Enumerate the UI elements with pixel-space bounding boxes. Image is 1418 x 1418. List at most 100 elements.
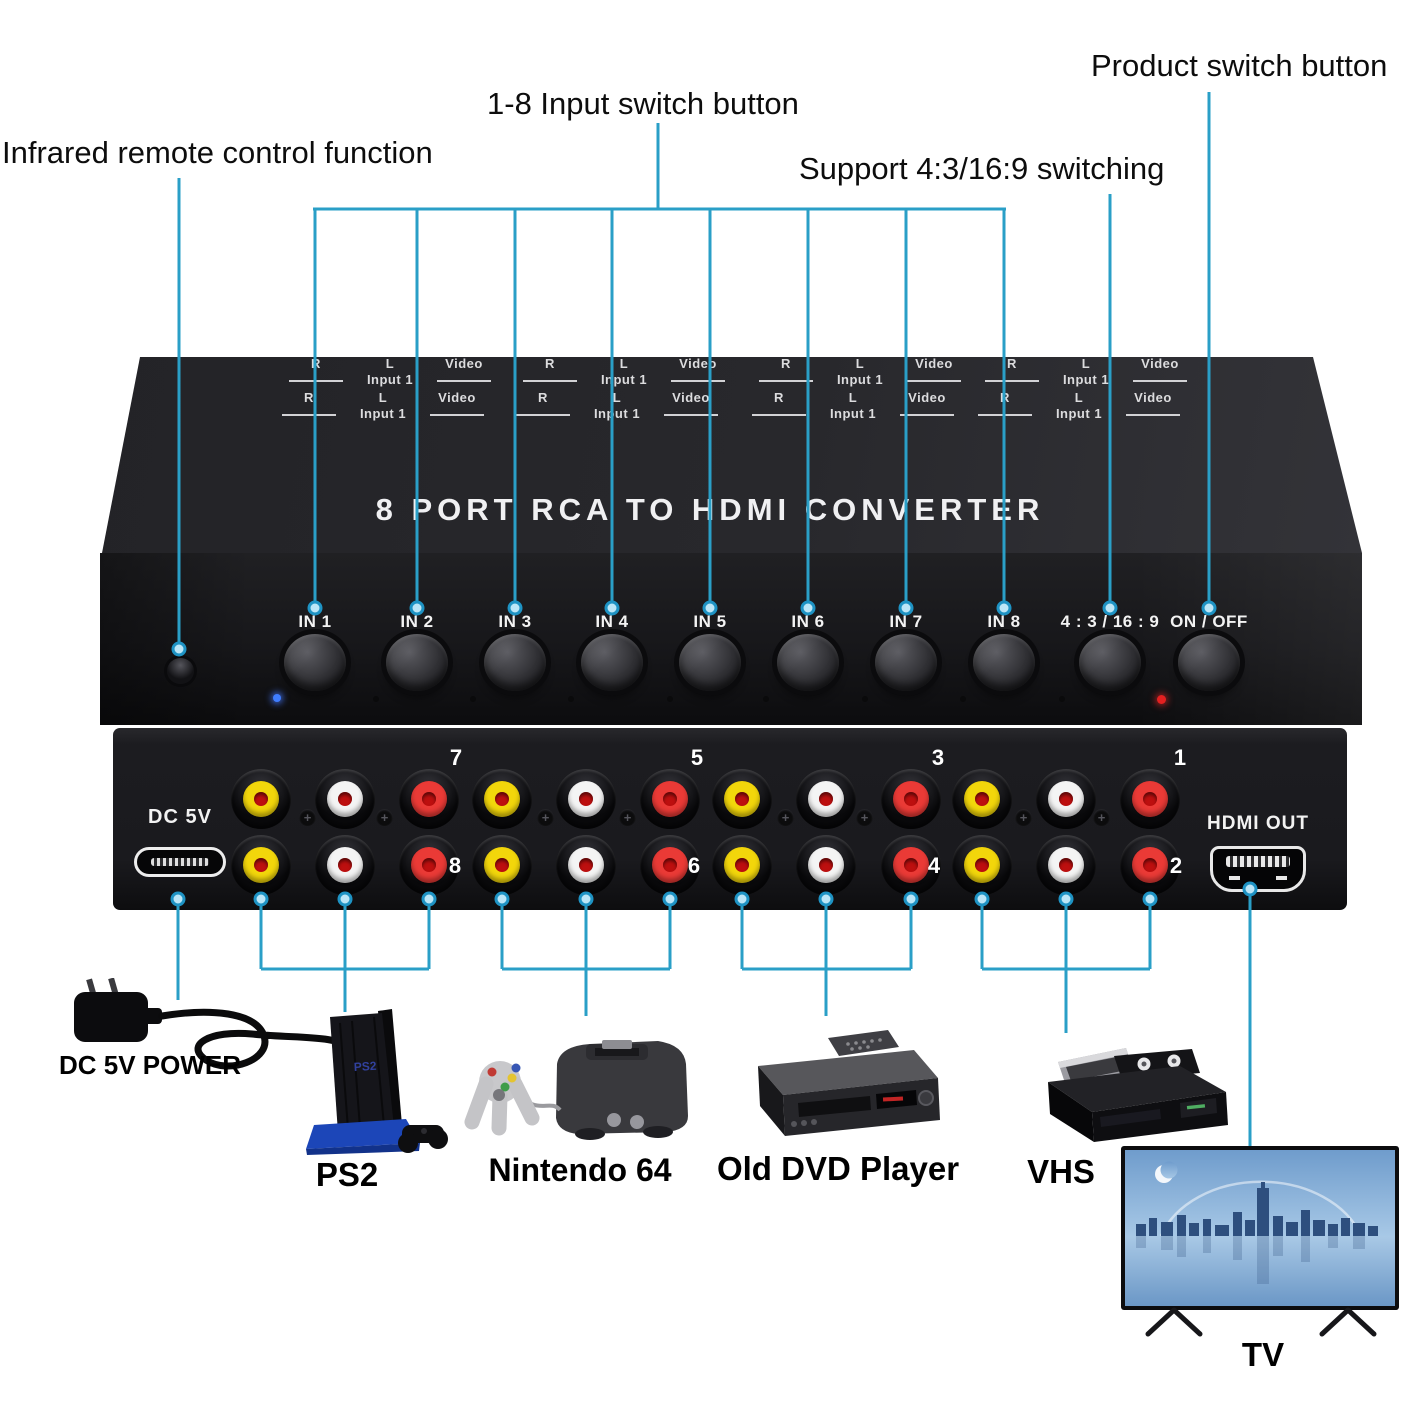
channel-underline bbox=[1133, 380, 1187, 382]
dvd-label: Old DVD Player bbox=[716, 1150, 960, 1187]
rca-jack-yellow bbox=[231, 769, 291, 829]
rca-group-number: 6 bbox=[687, 853, 701, 878]
channel-underline bbox=[430, 414, 484, 416]
nintendo64-image bbox=[464, 1040, 688, 1140]
front-button-label: IN 5 bbox=[693, 612, 727, 631]
annotation-infrared: Infrared remote control function bbox=[2, 135, 433, 170]
rca-group-number: 7 bbox=[449, 745, 463, 770]
vhs-label: VHS bbox=[1027, 1153, 1095, 1190]
channel-label: R bbox=[304, 390, 314, 405]
rca-hole bbox=[1059, 792, 1073, 806]
channel-label: Video bbox=[908, 390, 946, 405]
led-indicator bbox=[373, 696, 379, 702]
rca-jack-yellow bbox=[712, 835, 772, 895]
tv-label: TV bbox=[1241, 1336, 1285, 1373]
front-button-label: IN 6 bbox=[791, 612, 825, 631]
channel-underline bbox=[978, 414, 1032, 416]
input-number-label: Input 1 bbox=[359, 406, 407, 421]
screw-icon bbox=[1093, 809, 1110, 826]
rca-hole bbox=[254, 858, 268, 872]
rca-hole bbox=[975, 858, 989, 872]
channel-underline bbox=[907, 380, 961, 382]
channel-underline bbox=[289, 380, 343, 382]
front-button bbox=[973, 634, 1035, 691]
rca-jack-yellow bbox=[952, 769, 1012, 829]
rca-group-number: 4 bbox=[927, 853, 941, 878]
led-indicator bbox=[667, 696, 673, 702]
channel-label: L bbox=[385, 356, 395, 371]
channel-underline bbox=[516, 414, 570, 416]
channel-label: R bbox=[1007, 356, 1017, 371]
channel-label: R bbox=[774, 390, 784, 405]
rca-jack-yellow bbox=[472, 835, 532, 895]
rca-jack-yellow bbox=[231, 835, 291, 895]
dc-5v-label: DC 5V bbox=[148, 806, 212, 828]
rca-jack-red bbox=[399, 835, 459, 895]
rca-hole bbox=[579, 792, 593, 806]
converter-top-face bbox=[102, 357, 1362, 553]
hdmi-out-label: HDMI OUT bbox=[1207, 813, 1309, 834]
rca-hole bbox=[904, 858, 918, 872]
rca-hole bbox=[338, 858, 352, 872]
rca-jack-yellow bbox=[712, 769, 772, 829]
channel-underline bbox=[752, 414, 806, 416]
rca-hole bbox=[1143, 858, 1157, 872]
rca-hole bbox=[495, 858, 509, 872]
channel-underline bbox=[664, 414, 718, 416]
hdmi-out-port bbox=[1210, 846, 1306, 892]
led-indicator bbox=[1059, 696, 1065, 702]
annotation-input-switch: 1-8 Input switch button bbox=[487, 86, 799, 121]
vhs-image bbox=[1048, 1048, 1228, 1142]
rca-hole bbox=[422, 858, 436, 872]
input-number-label: Input 1 bbox=[836, 372, 884, 387]
screw-icon bbox=[376, 809, 393, 826]
rca-hole bbox=[254, 792, 268, 806]
ir-receiver-icon bbox=[167, 658, 194, 684]
led-indicator bbox=[763, 696, 769, 702]
rca-hole bbox=[819, 858, 833, 872]
channel-label: Video bbox=[1141, 356, 1179, 371]
input-number-label: Input 1 bbox=[600, 372, 648, 387]
rca-hole bbox=[495, 792, 509, 806]
front-button-label: IN 2 bbox=[400, 612, 434, 631]
channel-label: R bbox=[1000, 390, 1010, 405]
front-button bbox=[679, 634, 741, 691]
annotation-product-switch: Product switch button bbox=[1091, 48, 1388, 83]
rca-jack-white bbox=[796, 769, 856, 829]
channel-underline bbox=[759, 380, 813, 382]
input-number-label: Input 1 bbox=[1055, 406, 1103, 421]
rca-jack-white bbox=[796, 835, 856, 895]
screw-icon bbox=[299, 809, 316, 826]
channel-underline bbox=[523, 380, 577, 382]
front-button bbox=[1178, 634, 1240, 691]
channel-label: L bbox=[1074, 390, 1084, 405]
rca-jack-yellow bbox=[952, 835, 1012, 895]
screw-icon bbox=[777, 809, 794, 826]
channel-label: Video bbox=[438, 390, 476, 405]
dvd-player-image bbox=[758, 1030, 940, 1136]
rca-jack-white bbox=[556, 769, 616, 829]
input-number-label: Input 1 bbox=[366, 372, 414, 387]
rca-group-number: 3 bbox=[931, 745, 945, 770]
rca-hole bbox=[663, 858, 677, 872]
ps2-image: PS2 bbox=[306, 1009, 448, 1155]
channel-label: Video bbox=[1134, 390, 1172, 405]
rca-jack-white bbox=[1036, 769, 1096, 829]
channel-label: R bbox=[311, 356, 321, 371]
channel-label: Video bbox=[679, 356, 717, 371]
front-button-label: ON / OFF bbox=[1170, 612, 1248, 631]
rca-group-number: 5 bbox=[690, 745, 704, 770]
rca-jack-white bbox=[315, 769, 375, 829]
hdmi-port-pins bbox=[1226, 856, 1290, 867]
product-title: 8 PORT RCA TO HDMI CONVERTER bbox=[375, 492, 1045, 527]
rca-hole bbox=[904, 792, 918, 806]
led-indicator bbox=[862, 696, 868, 702]
channel-label: L bbox=[378, 390, 388, 405]
rca-hole bbox=[422, 792, 436, 806]
